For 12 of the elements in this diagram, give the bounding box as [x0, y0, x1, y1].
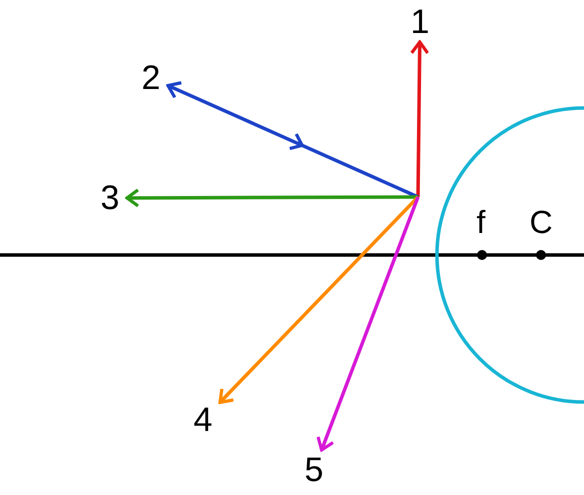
point-label: C — [530, 205, 553, 239]
ray-number: 4 — [188, 402, 218, 438]
ray-number: 5 — [299, 452, 329, 488]
ray-arrow — [166, 81, 419, 199]
ray-number: 3 — [95, 180, 125, 216]
ray-arrow — [410, 40, 430, 198]
ray-arrow — [316, 196, 420, 452]
ray-number: 1 — [405, 4, 435, 40]
ray-arrow — [125, 188, 418, 208]
point-label: f — [476, 205, 486, 239]
ray-arrow — [218, 196, 420, 404]
ray-number: 2 — [136, 60, 166, 96]
